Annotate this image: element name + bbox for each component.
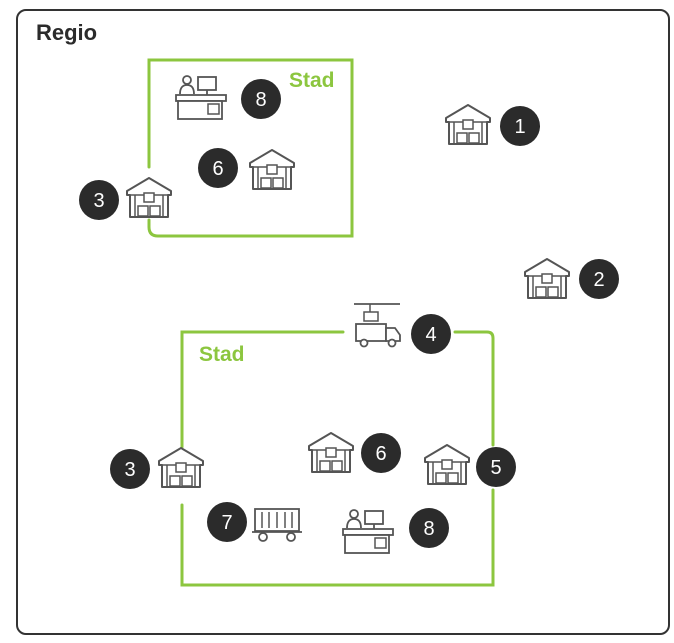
node-badge-8 <box>241 79 281 119</box>
node-badge-1 <box>500 106 540 146</box>
rail-wagon-icon <box>251 508 303 542</box>
city-1-border <box>147 58 354 238</box>
node-number: 4 <box>425 324 436 346</box>
warehouse-icon <box>524 258 570 299</box>
node-number: 1 <box>514 116 525 138</box>
node-badge-3 <box>110 449 150 489</box>
city-2-border <box>180 330 495 587</box>
node-number: 3 <box>124 459 135 481</box>
node-badge-8 <box>409 508 449 548</box>
city-2-label: Stad <box>199 343 245 366</box>
node-number: 2 <box>593 269 604 291</box>
node-number: 3 <box>93 190 104 212</box>
node-badge-6 <box>198 148 238 188</box>
node-number: 6 <box>212 158 223 180</box>
node-badge-3 <box>79 180 119 220</box>
node-badge-6 <box>361 433 401 473</box>
region-frame <box>16 9 670 635</box>
office-desk-icon <box>175 75 227 120</box>
node-badge-5 <box>476 447 516 487</box>
node-number: 6 <box>375 443 386 465</box>
node-number: 7 <box>221 512 232 534</box>
node-badge-7 <box>207 502 247 542</box>
warehouse-icon <box>158 447 204 488</box>
node-number: 8 <box>423 518 434 540</box>
warehouse-icon <box>126 177 172 218</box>
office-desk-icon <box>342 509 394 554</box>
node-number: 8 <box>255 89 266 111</box>
node-number: 5 <box>490 457 501 479</box>
warehouse-icon <box>249 149 295 190</box>
node-badge-4 <box>411 314 451 354</box>
warehouse-icon <box>445 104 491 145</box>
crane-truck-icon <box>353 303 401 348</box>
node-badge-2 <box>579 259 619 299</box>
city-1-label: Stad <box>289 69 335 92</box>
warehouse-icon <box>308 432 354 473</box>
warehouse-icon <box>424 444 470 485</box>
region-title: Regio <box>36 20 98 45</box>
